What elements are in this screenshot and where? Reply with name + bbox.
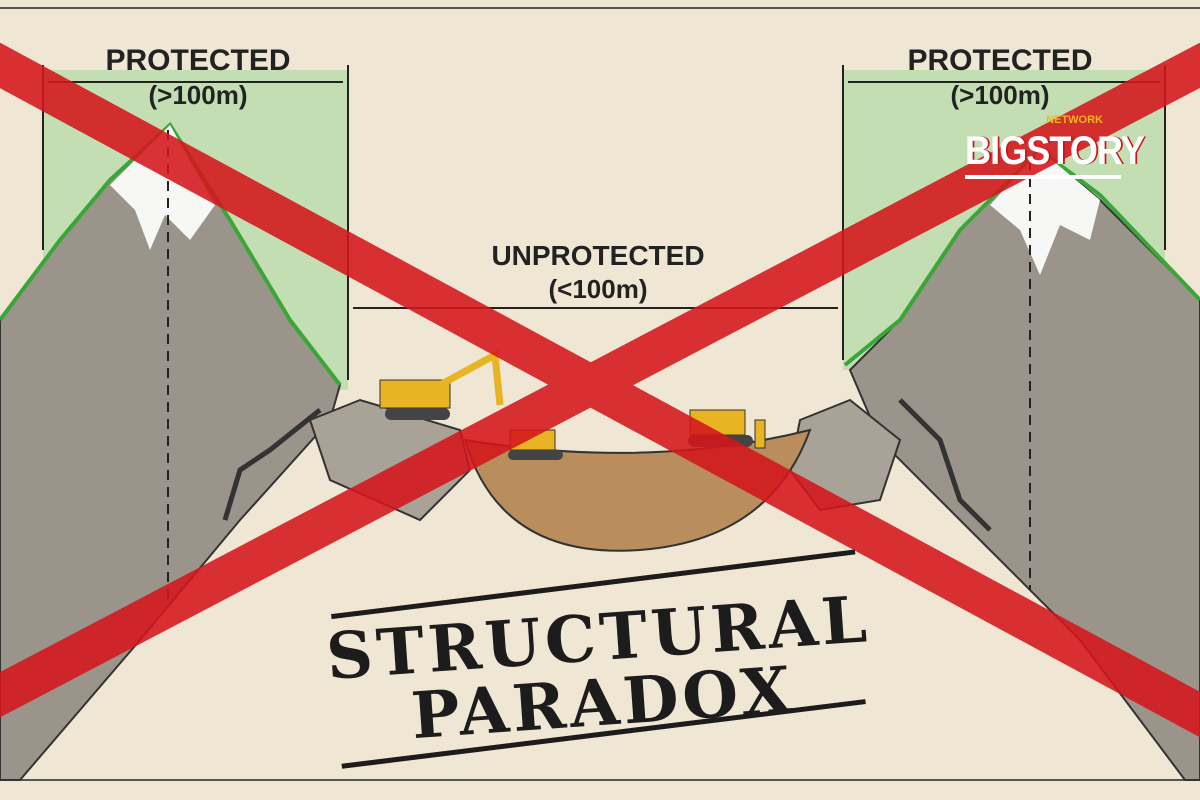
unprotected-label: UNPROTECTED bbox=[491, 240, 704, 271]
unprotected-distance: (<100m) bbox=[549, 274, 648, 304]
logo-underline bbox=[965, 175, 1121, 179]
bigstory-logo: NETWORK BIGSTORY bbox=[965, 114, 1145, 184]
logo-network-text: NETWORK bbox=[1046, 114, 1103, 126]
right-protected-label: PROTECTED bbox=[907, 44, 1092, 77]
left-protected-label: PROTECTED bbox=[105, 44, 290, 77]
right-protected-distance: (>100m) bbox=[951, 80, 1050, 110]
left-protected-distance: (>100m) bbox=[149, 80, 248, 110]
left-mountain bbox=[0, 121, 342, 781]
logo-name-text: BIGSTORY bbox=[965, 129, 1145, 173]
red-cross-mark bbox=[0, 42, 1200, 738]
bulldozer-icon bbox=[508, 429, 563, 460]
excavator-icon bbox=[379, 349, 504, 420]
